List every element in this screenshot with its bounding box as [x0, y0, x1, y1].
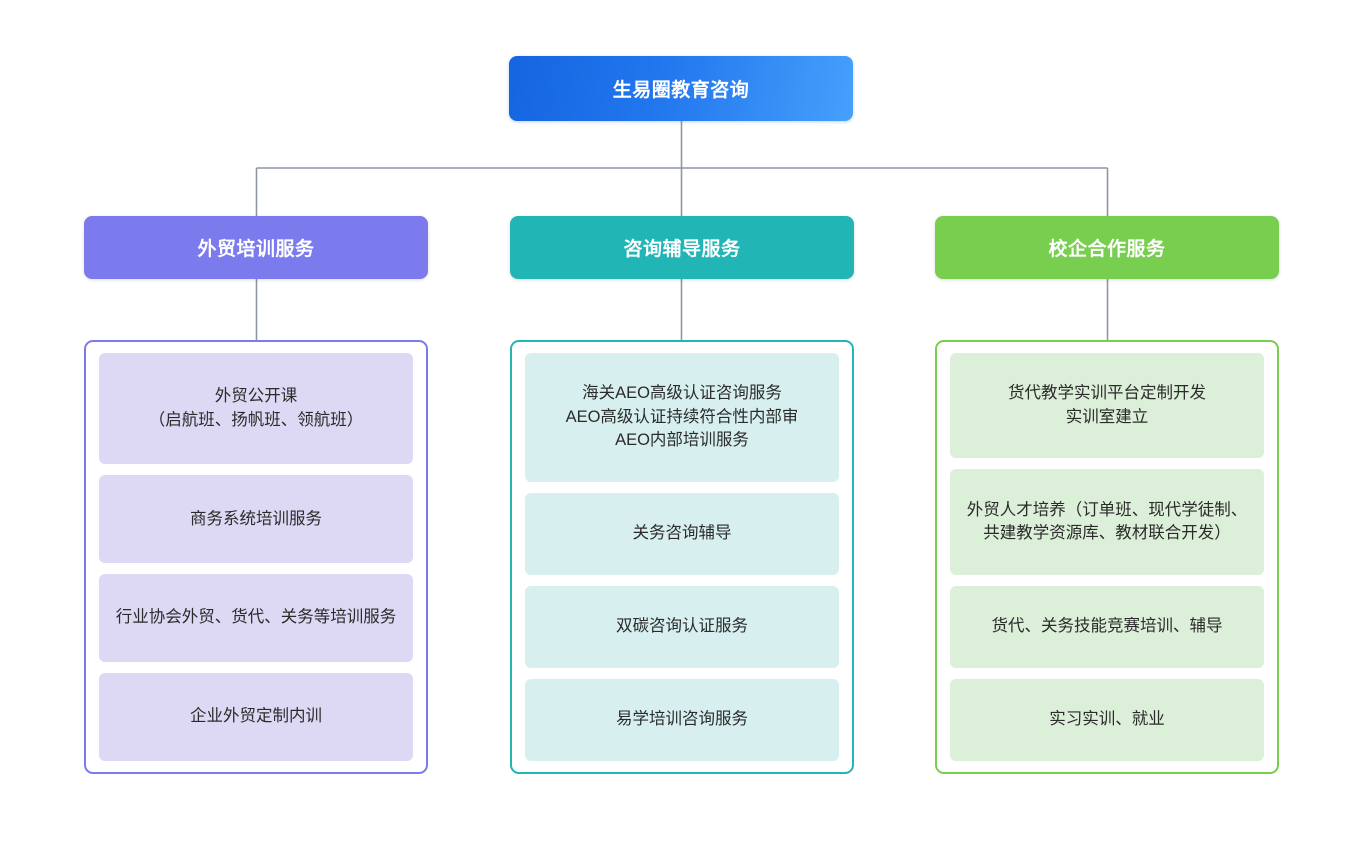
branch-items-panel-3: 货代教学实训平台定制开发 实训室建立 外贸人才培养（订单班、现代学徒制、共建教学… — [935, 340, 1279, 774]
list-item[interactable]: 行业协会外贸、货代、关务等培训服务 — [99, 574, 413, 663]
root-node[interactable]: 生易圈教育咨询 — [509, 56, 853, 121]
branch-column-1: 外贸培训服务 外贸公开课 （启航班、扬帆班、领航班） 商务系统培训服务 行业协会… — [84, 216, 428, 774]
branch-header-3-label: 校企合作服务 — [1048, 239, 1166, 260]
branch-header-1-label: 外贸培训服务 — [197, 239, 315, 260]
branch-column-3: 校企合作服务 货代教学实训平台定制开发 实训室建立 外贸人才培养（订单班、现代学… — [935, 216, 1279, 774]
list-item[interactable]: 商务系统培训服务 — [99, 475, 413, 564]
list-item[interactable]: 双碳咨询认证服务 — [525, 585, 839, 668]
list-item[interactable]: 关务咨询辅导 — [525, 492, 839, 575]
branch-header-2-label: 咨询辅导服务 — [623, 239, 741, 260]
branch-header-3[interactable]: 校企合作服务 — [935, 216, 1279, 279]
list-item[interactable]: 海关AEO高级认证咨询服务 AEO高级认证持续符合性内部审 AEO内部培训服务 — [525, 353, 839, 482]
list-item[interactable]: 外贸公开课 （启航班、扬帆班、领航班） — [99, 353, 413, 465]
list-item[interactable]: 企业外贸定制内训 — [99, 673, 413, 761]
list-item[interactable]: 货代教学实训平台定制开发 实训室建立 — [950, 353, 1264, 459]
list-item[interactable]: 易学培训咨询服务 — [525, 678, 839, 762]
branch-header-2[interactable]: 咨询辅导服务 — [510, 216, 854, 279]
root-node-label: 生易圈教育咨询 — [612, 80, 750, 101]
list-item[interactable]: 实习实训、就业 — [950, 678, 1264, 762]
branch-items-panel-2: 海关AEO高级认证咨询服务 AEO高级认证持续符合性内部审 AEO内部培训服务 … — [510, 340, 854, 774]
list-item[interactable]: 外贸人才培养（订单班、现代学徒制、共建教学资源库、教材联合开发） — [950, 469, 1264, 575]
branch-header-1[interactable]: 外贸培训服务 — [84, 216, 428, 279]
list-item[interactable]: 货代、关务技能竞赛培训、辅导 — [950, 585, 1264, 668]
branch-column-2: 咨询辅导服务 海关AEO高级认证咨询服务 AEO高级认证持续符合性内部审 AEO… — [510, 216, 854, 774]
branch-items-panel-1: 外贸公开课 （启航班、扬帆班、领航班） 商务系统培训服务 行业协会外贸、货代、关… — [84, 340, 428, 774]
